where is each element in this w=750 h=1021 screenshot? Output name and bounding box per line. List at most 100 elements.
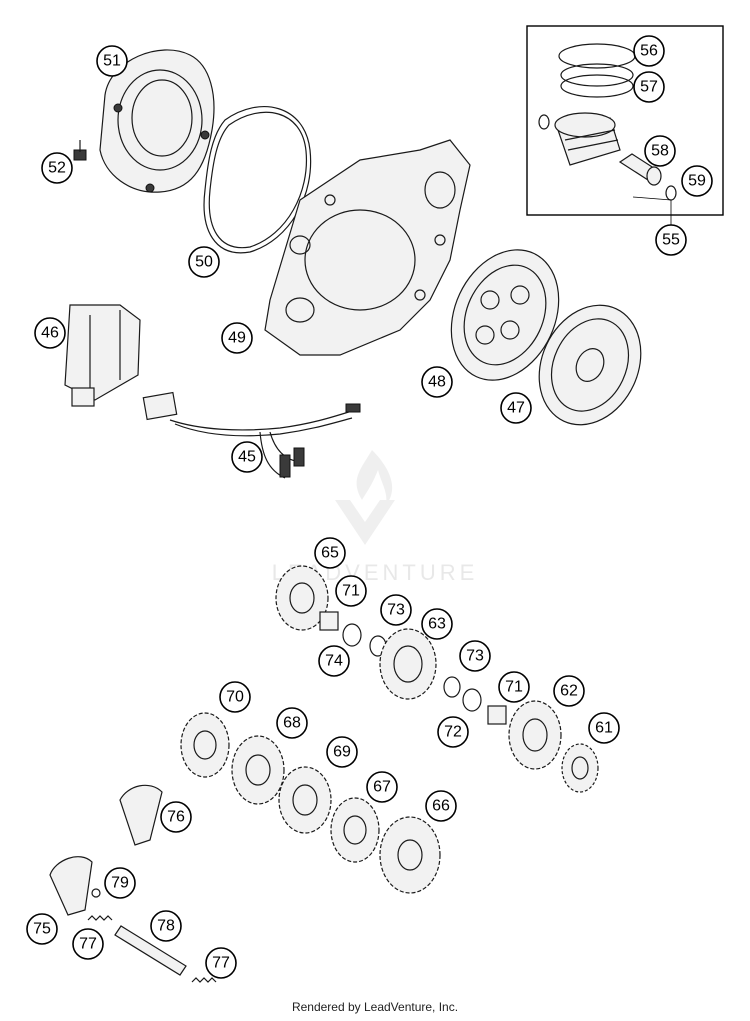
svg-text:69: 69 — [333, 744, 351, 761]
callout-76: 76 — [160, 801, 192, 833]
shift-fork-75 — [49, 856, 93, 916]
leader-lines — [632, 196, 672, 225]
clutch-plate — [450, 249, 560, 381]
svg-text:79: 79 — [111, 875, 129, 892]
callout-69: 69 — [326, 736, 358, 768]
svg-text:66: 66 — [432, 798, 450, 815]
svg-text:62: 62 — [560, 683, 578, 700]
svg-text:47: 47 — [507, 400, 525, 417]
svg-text:77: 77 — [212, 955, 230, 972]
callout-75: 75 — [26, 913, 58, 945]
callout-71-lower: 71 — [498, 671, 530, 703]
gear-63 — [379, 628, 437, 700]
washer-74 — [342, 623, 362, 647]
svg-text:61: 61 — [595, 720, 613, 737]
svg-text:58: 58 — [651, 143, 669, 160]
callout-65: 65 — [314, 537, 346, 569]
needle-bearing-71-lower — [487, 705, 507, 725]
piston-pin — [618, 153, 662, 186]
svg-text:45: 45 — [238, 449, 256, 466]
callout-77-upper: 77 — [72, 928, 104, 960]
callout-63: 63 — [421, 608, 453, 640]
callout-71-upper: 71 — [335, 575, 367, 607]
callout-79: 79 — [104, 867, 136, 899]
callout-47: 47 — [500, 392, 532, 424]
callout-77-lower: 77 — [205, 947, 237, 979]
svg-text:72: 72 — [444, 724, 462, 741]
clutch-cover — [99, 49, 215, 193]
callout-55: 55 — [655, 224, 687, 256]
spring-77-lower — [191, 977, 217, 983]
callout-73-lower: 73 — [459, 640, 491, 672]
callout-70: 70 — [219, 681, 251, 713]
circlip-73-lower — [443, 676, 461, 698]
svg-text:73: 73 — [387, 602, 405, 619]
svg-text:70: 70 — [226, 689, 244, 706]
svg-text:63: 63 — [428, 616, 446, 633]
svg-text:68: 68 — [283, 715, 301, 732]
svg-text:65: 65 — [321, 545, 339, 562]
callout-46: 46 — [34, 317, 66, 349]
svg-text:46: 46 — [41, 325, 59, 342]
callout-78: 78 — [150, 910, 182, 942]
svg-text:77: 77 — [79, 936, 97, 953]
svg-text:49: 49 — [228, 330, 246, 347]
gear-68 — [231, 735, 285, 805]
crankcase-cover — [264, 139, 471, 356]
clutch-basket — [538, 304, 642, 426]
svg-text:56: 56 — [640, 43, 658, 60]
svg-text:67: 67 — [373, 779, 391, 796]
watermark-logo: LEADVENTURE — [272, 450, 474, 585]
svg-text:59: 59 — [688, 173, 706, 190]
piston — [554, 112, 621, 166]
callout-49: 49 — [221, 322, 253, 354]
callout-48: 48 — [421, 366, 453, 398]
shift-rail-78 — [114, 925, 187, 976]
ecu-module — [64, 304, 141, 407]
callout-45: 45 — [231, 441, 263, 473]
svg-text:55: 55 — [662, 232, 680, 249]
piston-rings — [558, 43, 636, 98]
callout-62: 62 — [553, 675, 585, 707]
callout-61: 61 — [588, 712, 620, 744]
svg-text:48: 48 — [428, 374, 446, 391]
detent-ball-79 — [91, 888, 101, 898]
svg-text:71: 71 — [342, 583, 360, 600]
callout-74: 74 — [318, 645, 350, 677]
gear-69 — [278, 766, 332, 834]
callout-52: 52 — [41, 152, 73, 184]
callout-50: 50 — [188, 246, 220, 278]
svg-text:52: 52 — [48, 160, 66, 177]
piston-kit-box — [526, 25, 724, 216]
callout-68: 68 — [276, 707, 308, 739]
callout-56: 56 — [633, 35, 665, 67]
svg-text:73: 73 — [466, 648, 484, 665]
callout-66: 66 — [425, 790, 457, 822]
footer-credit: Rendered by LeadVenture, Inc. — [291, 1000, 459, 1014]
svg-text:57: 57 — [640, 79, 658, 96]
needle-bearing-71-upper — [319, 611, 339, 631]
washer-72 — [462, 688, 482, 712]
callout-72: 72 — [437, 716, 469, 748]
callout-57: 57 — [633, 71, 665, 103]
gear-70 — [180, 712, 230, 778]
gear-61 — [561, 743, 599, 793]
gear-66 — [379, 816, 441, 894]
svg-text:71: 71 — [505, 679, 523, 696]
shift-fork-76 — [119, 784, 163, 846]
callout-51: 51 — [96, 45, 128, 77]
gear-62 — [508, 700, 562, 770]
svg-text:78: 78 — [157, 918, 175, 935]
gear-65 — [275, 565, 329, 631]
callout-67: 67 — [366, 771, 398, 803]
bolt — [73, 140, 87, 161]
svg-text:51: 51 — [103, 53, 121, 70]
cover-gasket — [203, 106, 312, 254]
svg-text:50: 50 — [195, 254, 213, 271]
callout-58: 58 — [644, 135, 676, 167]
callout-59: 59 — [681, 165, 713, 197]
spring-77-upper — [87, 915, 113, 921]
wiring-harness — [142, 391, 361, 479]
gear-67 — [330, 797, 380, 863]
